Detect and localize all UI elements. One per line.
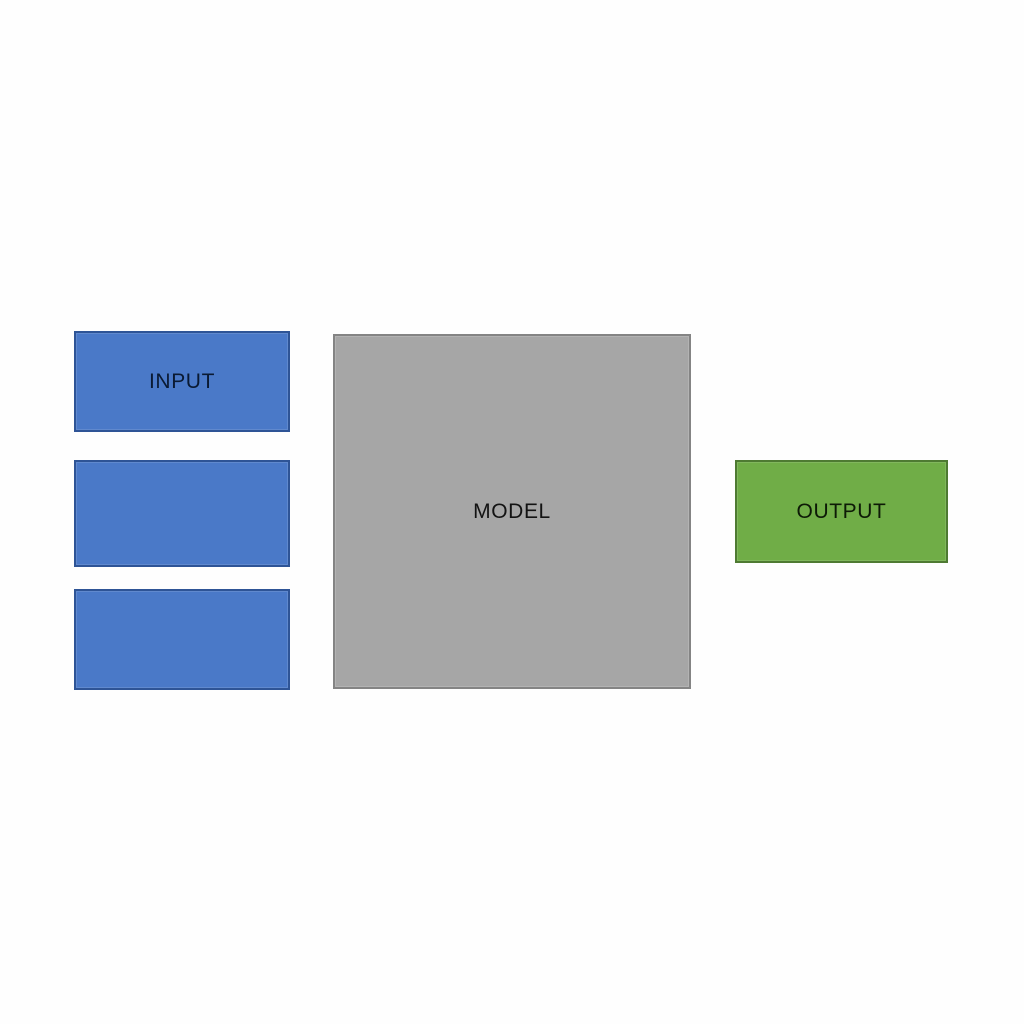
input-block-2[interactable]	[74, 460, 290, 567]
input-block-1-label: INPUT	[149, 370, 215, 393]
input-block-1[interactable]: INPUT	[74, 331, 290, 432]
output-block-label: OUTPUT	[796, 500, 887, 523]
model-block[interactable]: MODEL	[333, 334, 691, 689]
input-block-3[interactable]	[74, 589, 290, 690]
output-block[interactable]: OUTPUT	[735, 460, 948, 563]
model-block-label: MODEL	[473, 500, 551, 523]
